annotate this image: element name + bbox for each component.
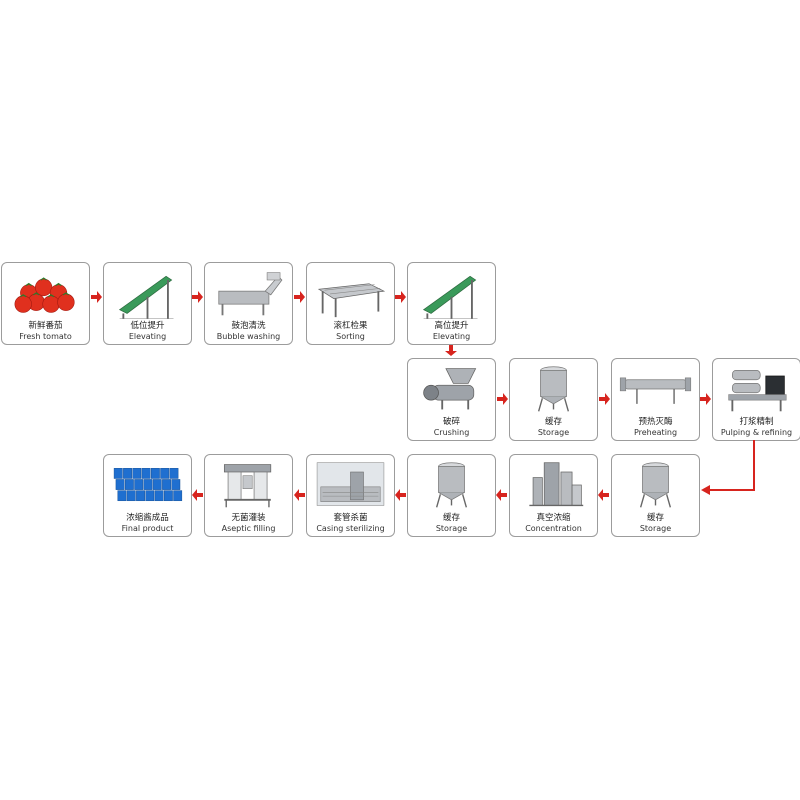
flow-arrow	[294, 291, 305, 303]
step-label-en: Storage	[639, 524, 672, 533]
flow-arrow	[294, 489, 305, 501]
step-label-en: Pulping & refining	[720, 428, 793, 437]
step-label-en: Final product	[121, 524, 174, 533]
step-label-en: Fresh tomato	[19, 332, 72, 341]
tank-icon	[435, 462, 468, 508]
incline-conveyor-icon	[118, 275, 174, 319]
step-label-cn: 低位提升	[130, 321, 165, 331]
step-label-cn: 真空浓缩	[536, 513, 571, 523]
tank-icon	[537, 366, 570, 412]
step-label-cn: 破碎	[442, 417, 460, 427]
flow-arrow	[497, 393, 508, 405]
flow-arrow	[598, 489, 609, 501]
aseptic-filler-icon	[223, 464, 272, 508]
step-label-cn: 缓存	[646, 513, 664, 523]
flow-arrow	[496, 489, 507, 501]
flow-arrow	[91, 291, 102, 303]
sterilizer-icon	[316, 462, 385, 506]
tube-heater-icon	[619, 377, 692, 404]
step-label-cn: 预热灭酶	[638, 417, 673, 427]
flow-arrow	[701, 440, 755, 495]
incline-conveyor-icon	[422, 275, 478, 319]
flow-arrow	[192, 489, 203, 501]
step-label-en: Elevating	[432, 332, 471, 341]
step-label-cn: 打浆精制	[739, 417, 774, 427]
tomato-icon	[14, 277, 75, 313]
step-label-cn: 浓缩酱成品	[126, 513, 169, 523]
step-label-en: Storage	[435, 524, 468, 533]
evaporator-icon	[529, 462, 584, 507]
washing-machine-icon	[218, 272, 283, 316]
step-label-en: Sorting	[336, 332, 365, 341]
step-label-en: Storage	[537, 428, 570, 437]
step-label-en: Elevating	[128, 332, 167, 341]
step-label-en: Casing sterilizing	[316, 524, 385, 533]
step-label-en: Concentration	[525, 524, 582, 533]
flow-arrow	[700, 393, 711, 405]
step-label-en: Bubble washing	[216, 332, 281, 341]
pulper-icon	[728, 370, 787, 412]
step-label-en: Aseptic filling	[221, 524, 276, 533]
step-label-en: Crushing	[433, 428, 470, 437]
step-label-cn: 鼓泡清洗	[231, 321, 266, 331]
flow-arrow	[395, 291, 406, 303]
tank-icon	[639, 462, 672, 508]
roller-sorter-icon	[317, 283, 386, 318]
flow-arrow	[599, 393, 610, 405]
step-label-cn: 滚杠检果	[333, 321, 368, 331]
flow-arrow	[192, 291, 203, 303]
step-label-cn: 套管杀菌	[333, 513, 368, 523]
step-label-en: Preheating	[633, 428, 678, 437]
step-label-cn: 新鲜番茄	[28, 321, 63, 331]
crusher-icon	[423, 368, 477, 410]
step-label-cn: 缓存	[544, 417, 562, 427]
step-label-cn: 高位提升	[434, 321, 469, 331]
flow-arrow	[395, 489, 406, 501]
step-label-cn: 无菌灌装	[231, 513, 266, 523]
step-label-cn: 缓存	[442, 513, 460, 523]
drums-icon	[113, 468, 183, 502]
flow-arrow	[445, 345, 457, 356]
